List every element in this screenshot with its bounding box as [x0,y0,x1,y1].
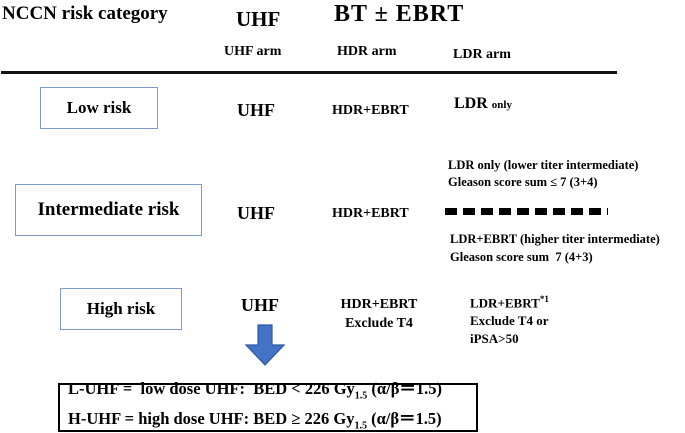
column-title-risk: NCCN risk category [2,3,168,24]
cell-int-hdr: HDR+EBRT [332,206,409,221]
legend-line1-suffix: (α/β＝1.5) [367,379,443,399]
risk-box-high-label: High risk [86,299,156,318]
risk-box-high: High risk [60,288,182,330]
cell-low-ldr: LDR only [454,95,512,113]
cell-int-ldr-lower-detail: Gleason score sum 7 (4+3) [450,250,593,264]
legend-line1-text: L-UHF = low dose UHF: BED < 226 Gy [68,379,355,399]
risk-box-intermediate: Intermediate risk [15,184,202,236]
cell-low-ldr-suffix: only [491,99,512,111]
cell-low-hdr: HDR+EBRT [332,103,409,118]
cell-high-hdr: HDR+EBRT Exclude T4 [324,295,434,333]
column-title-bt-ebrt: BT ± EBRT [334,1,465,27]
legend-line-huhf: H-UHF = high dose UHF: BED ≥ 226 Gy1.5 (… [68,408,476,433]
cell-int-ldr-upper-title: LDR only (lower titer intermediate) [448,158,639,172]
risk-box-low: Low risk [40,87,158,129]
subheader-uhf-arm: UHF arm [224,44,282,59]
legend-line2-subscript: 1.5 [354,419,367,431]
cell-high-ldr-note1: Exclude T4 or [470,313,549,329]
cell-high-ldr-note2: iPSA>50 [470,331,519,347]
risk-box-intermediate-label: Intermediate risk [37,199,180,220]
cell-high-ldr: LDR+EBRT*1 Exclude T4 or iPSA>50 [470,290,549,348]
dashed-divider [445,208,608,215]
cell-low-ldr-main: LDR [454,95,492,112]
subheader-hdr-arm: HDR arm [337,44,397,59]
legend-line-luhf: L-UHF = low dose UHF: BED < 226 Gy1.5 (α… [68,378,476,407]
cell-high-hdr-line2: Exclude T4 [345,316,413,331]
cell-low-uhf: UHF [237,100,275,120]
column-title-uhf: UHF [236,7,281,31]
header-rule [1,71,617,74]
cell-high-uhf: UHF [241,295,279,315]
cell-high-ldr-main: LDR+EBRT [470,295,540,311]
cell-int-ldr-lower-title: LDR+EBRT (higher titer intermediate) [450,232,660,246]
legend-box: L-UHF = low dose UHF: BED < 226 Gy1.5 (α… [58,379,478,433]
legend-line2-suffix: (α/β＝1.5) [366,408,442,428]
subheader-ldr-arm: LDR arm [453,47,511,62]
cell-high-ldr-footnote-marker: *1 [539,294,549,304]
cell-int-uhf: UHF [237,203,275,223]
legend-line1-subscript: 1.5 [354,390,368,402]
risk-box-low-label: Low risk [66,98,132,117]
cell-int-ldr-upper-detail: Gleason score sum ≤ 7 (3+4) [448,175,598,189]
cell-high-hdr-line1: HDR+EBRT [340,297,418,312]
down-arrow-icon [244,324,286,366]
legend-line2-text: H-UHF = high dose UHF: BED ≥ 226 Gy [68,408,355,428]
